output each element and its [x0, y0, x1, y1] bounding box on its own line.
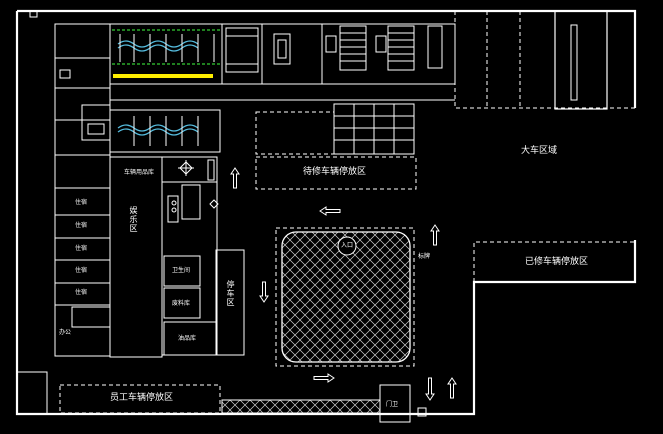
arrow-up-icon	[230, 167, 457, 399]
driveway-hatch	[221, 399, 381, 414]
parking-zone-label: 停车区	[226, 280, 235, 307]
gate-room-label: 门卫	[386, 401, 399, 408]
marker-label: 入口	[341, 242, 354, 249]
rack-set-2	[333, 103, 415, 155]
pending-repair-label: 待修车辆停放区	[303, 167, 367, 177]
room-label: 住宿	[75, 222, 88, 229]
room-label: 住宿	[75, 199, 88, 206]
large-vehicle-slot	[570, 24, 578, 101]
rack-icon	[325, 25, 415, 71]
large-vehicle-box	[554, 10, 608, 110]
hatched-lot-icon	[281, 231, 411, 363]
arrow-down-icon	[259, 281, 435, 401]
lift-icon-row-2	[117, 116, 199, 146]
room-label: 住宿	[75, 267, 88, 274]
staff-parking-label: 员工车辆停放区	[110, 393, 174, 403]
washroom-label: 卫生间	[172, 267, 191, 274]
oil-room-label: 油品库	[178, 335, 197, 342]
lower-left-block	[109, 156, 245, 358]
pending-repair-border	[255, 111, 417, 190]
corner-marker	[29, 10, 38, 18]
waste-room-label: 废料库	[172, 300, 191, 307]
room-label: 住宿	[75, 289, 88, 296]
gate-post	[417, 407, 427, 417]
upper-detail	[225, 27, 259, 73]
room-label: 住宿	[75, 245, 88, 252]
supplies-room-label: 车辆用品库	[124, 169, 155, 176]
rest-area-label: 娱乐区	[129, 206, 138, 233]
staff-parking-border	[59, 384, 221, 414]
sign-label: 标牌	[418, 253, 431, 260]
middle-lift-room	[109, 99, 455, 153]
hatched-lot-border	[275, 227, 415, 367]
large-vehicle-area-label: 大车区域	[521, 146, 558, 156]
lot-marker	[337, 236, 357, 256]
arrow-right-icon	[313, 373, 335, 383]
upper-workshop	[109, 23, 456, 85]
repaired-area-label: 已修车辆停放区	[525, 257, 589, 267]
office-label: 办公	[59, 329, 72, 336]
left-building	[54, 23, 111, 357]
small-fixtures	[171, 159, 219, 213]
gate-room-box	[379, 384, 411, 423]
lift-icon	[112, 29, 220, 65]
arrow-left-icon	[319, 206, 341, 216]
yellow-line	[113, 74, 213, 78]
repaired-area-border	[473, 241, 635, 282]
corner-room	[16, 371, 48, 415]
large-vehicle-bays	[454, 11, 635, 109]
